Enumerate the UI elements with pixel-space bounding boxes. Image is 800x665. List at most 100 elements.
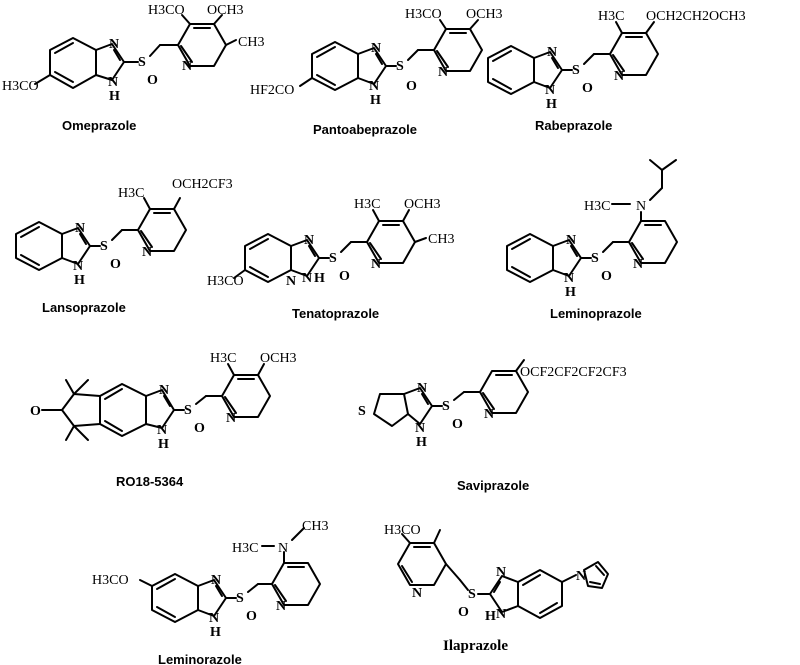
double-bond <box>493 581 501 593</box>
label-hf2co: HF2CO <box>250 83 294 98</box>
bond <box>340 241 352 253</box>
label-n-ring: N <box>286 274 296 289</box>
bond <box>291 527 305 541</box>
double-bond <box>156 606 176 618</box>
benzene-ring <box>151 573 199 623</box>
label-och3: OCH3 <box>404 197 441 212</box>
label-h3co-left: H3CO <box>92 573 129 588</box>
label-n: N <box>75 221 85 236</box>
leminoprazole-structure: H3C N N N H S O N Leminoprazole <box>506 159 678 321</box>
compound-name: Pantoabeprazole <box>313 122 417 137</box>
label-och3: OCH3 <box>260 351 297 366</box>
label-h3co-left: H3CO <box>207 274 244 289</box>
benzene-ring <box>49 37 97 89</box>
label-s-thiophene: S <box>358 404 366 419</box>
label-nh: N <box>73 259 83 274</box>
label-s: S <box>572 63 580 78</box>
label-n: N <box>159 383 169 398</box>
label-o: O <box>147 73 158 88</box>
double-bond <box>511 238 531 250</box>
compound-name: Leminorazole <box>158 652 242 665</box>
benzene-ring <box>506 233 554 283</box>
bond <box>34 74 51 85</box>
label-nh: N <box>415 421 425 436</box>
bond <box>233 269 246 279</box>
bond <box>173 197 181 210</box>
bond <box>143 197 151 210</box>
lansoprazole-structure: H3C OCH2CF3 N N H S O N Lansoprazole <box>15 177 233 315</box>
leminorazole-structure: H3C N CH3 H3CO N N H S O N Leminorazole <box>92 519 328 665</box>
compound-name: Tenatoprazole <box>292 306 379 321</box>
label-n: N <box>417 381 427 396</box>
label-o-ketone: O <box>30 404 41 419</box>
double-bond <box>156 578 176 590</box>
label-s: S <box>138 55 146 70</box>
label-h: H <box>210 625 221 640</box>
double-bond <box>421 393 429 405</box>
compound-name: RO18-5364 <box>116 474 184 489</box>
label-h3co: H3CO <box>384 523 421 538</box>
label-h3c: H3C <box>118 186 144 201</box>
double-bond <box>140 230 153 248</box>
double-bond <box>436 50 449 68</box>
label-och2cf3: OCH2CF3 <box>172 177 233 192</box>
label-o: O <box>194 421 205 436</box>
label-amine-n: N <box>278 541 288 556</box>
label-h: H <box>158 437 169 452</box>
double-bond <box>375 53 383 65</box>
bond <box>602 241 614 253</box>
double-bond <box>551 57 559 69</box>
rabeprazole-structure: H3C OCH2CH2OCH3 N N H S O N Rabeprazole <box>487 9 746 133</box>
label-s: S <box>236 591 244 606</box>
double-bond <box>249 238 269 250</box>
cyclopentanone-ring <box>61 393 101 427</box>
compound-name: Leminoprazole <box>550 306 642 321</box>
benzene-ring <box>487 45 535 95</box>
bond <box>649 159 663 171</box>
bond <box>414 237 427 243</box>
label-h: H <box>370 93 381 108</box>
bond <box>257 363 265 376</box>
label-n-pyridine: N <box>438 65 448 80</box>
label-nh: N <box>108 75 118 90</box>
bond <box>402 209 410 222</box>
double-bond <box>163 395 171 407</box>
bond <box>65 379 75 395</box>
bond <box>515 359 525 372</box>
label-o: O <box>246 609 257 624</box>
bond <box>583 53 595 65</box>
label-o: O <box>110 257 121 272</box>
double-bond <box>316 74 336 86</box>
label-s: S <box>442 399 450 414</box>
benzene-ring <box>517 569 563 619</box>
label-n: N <box>304 233 314 248</box>
pyridine-fused-ring <box>244 233 292 283</box>
label-och3: OCH3 <box>207 3 244 18</box>
double-bond <box>20 254 40 266</box>
pyridine-ring <box>397 542 447 586</box>
double-bond <box>54 71 74 83</box>
double-bond <box>511 266 531 278</box>
label-n: N <box>566 233 576 248</box>
double-bond <box>249 266 269 278</box>
label-s: S <box>329 251 337 266</box>
double-bond <box>612 54 625 72</box>
benzene-ring <box>99 383 147 437</box>
label-o: O <box>452 417 463 432</box>
bond <box>225 39 237 46</box>
double-bond <box>522 574 541 586</box>
label-s: S <box>100 239 108 254</box>
label-nh: N <box>564 271 574 286</box>
label-n-pyridine: N <box>226 411 236 426</box>
label-nh: N <box>209 611 219 626</box>
pyridine-ring <box>479 370 529 414</box>
bond <box>181 14 191 25</box>
bond <box>661 159 677 171</box>
label-n-pyridine: N <box>182 59 192 74</box>
label-ocf2cf2cf2cf3: OCF2CF2CF2CF3 <box>520 365 627 380</box>
bond <box>111 229 123 241</box>
label-ch3: CH3 <box>302 519 328 534</box>
label-n-pyridine: N <box>412 586 422 601</box>
double-bond <box>20 226 40 238</box>
